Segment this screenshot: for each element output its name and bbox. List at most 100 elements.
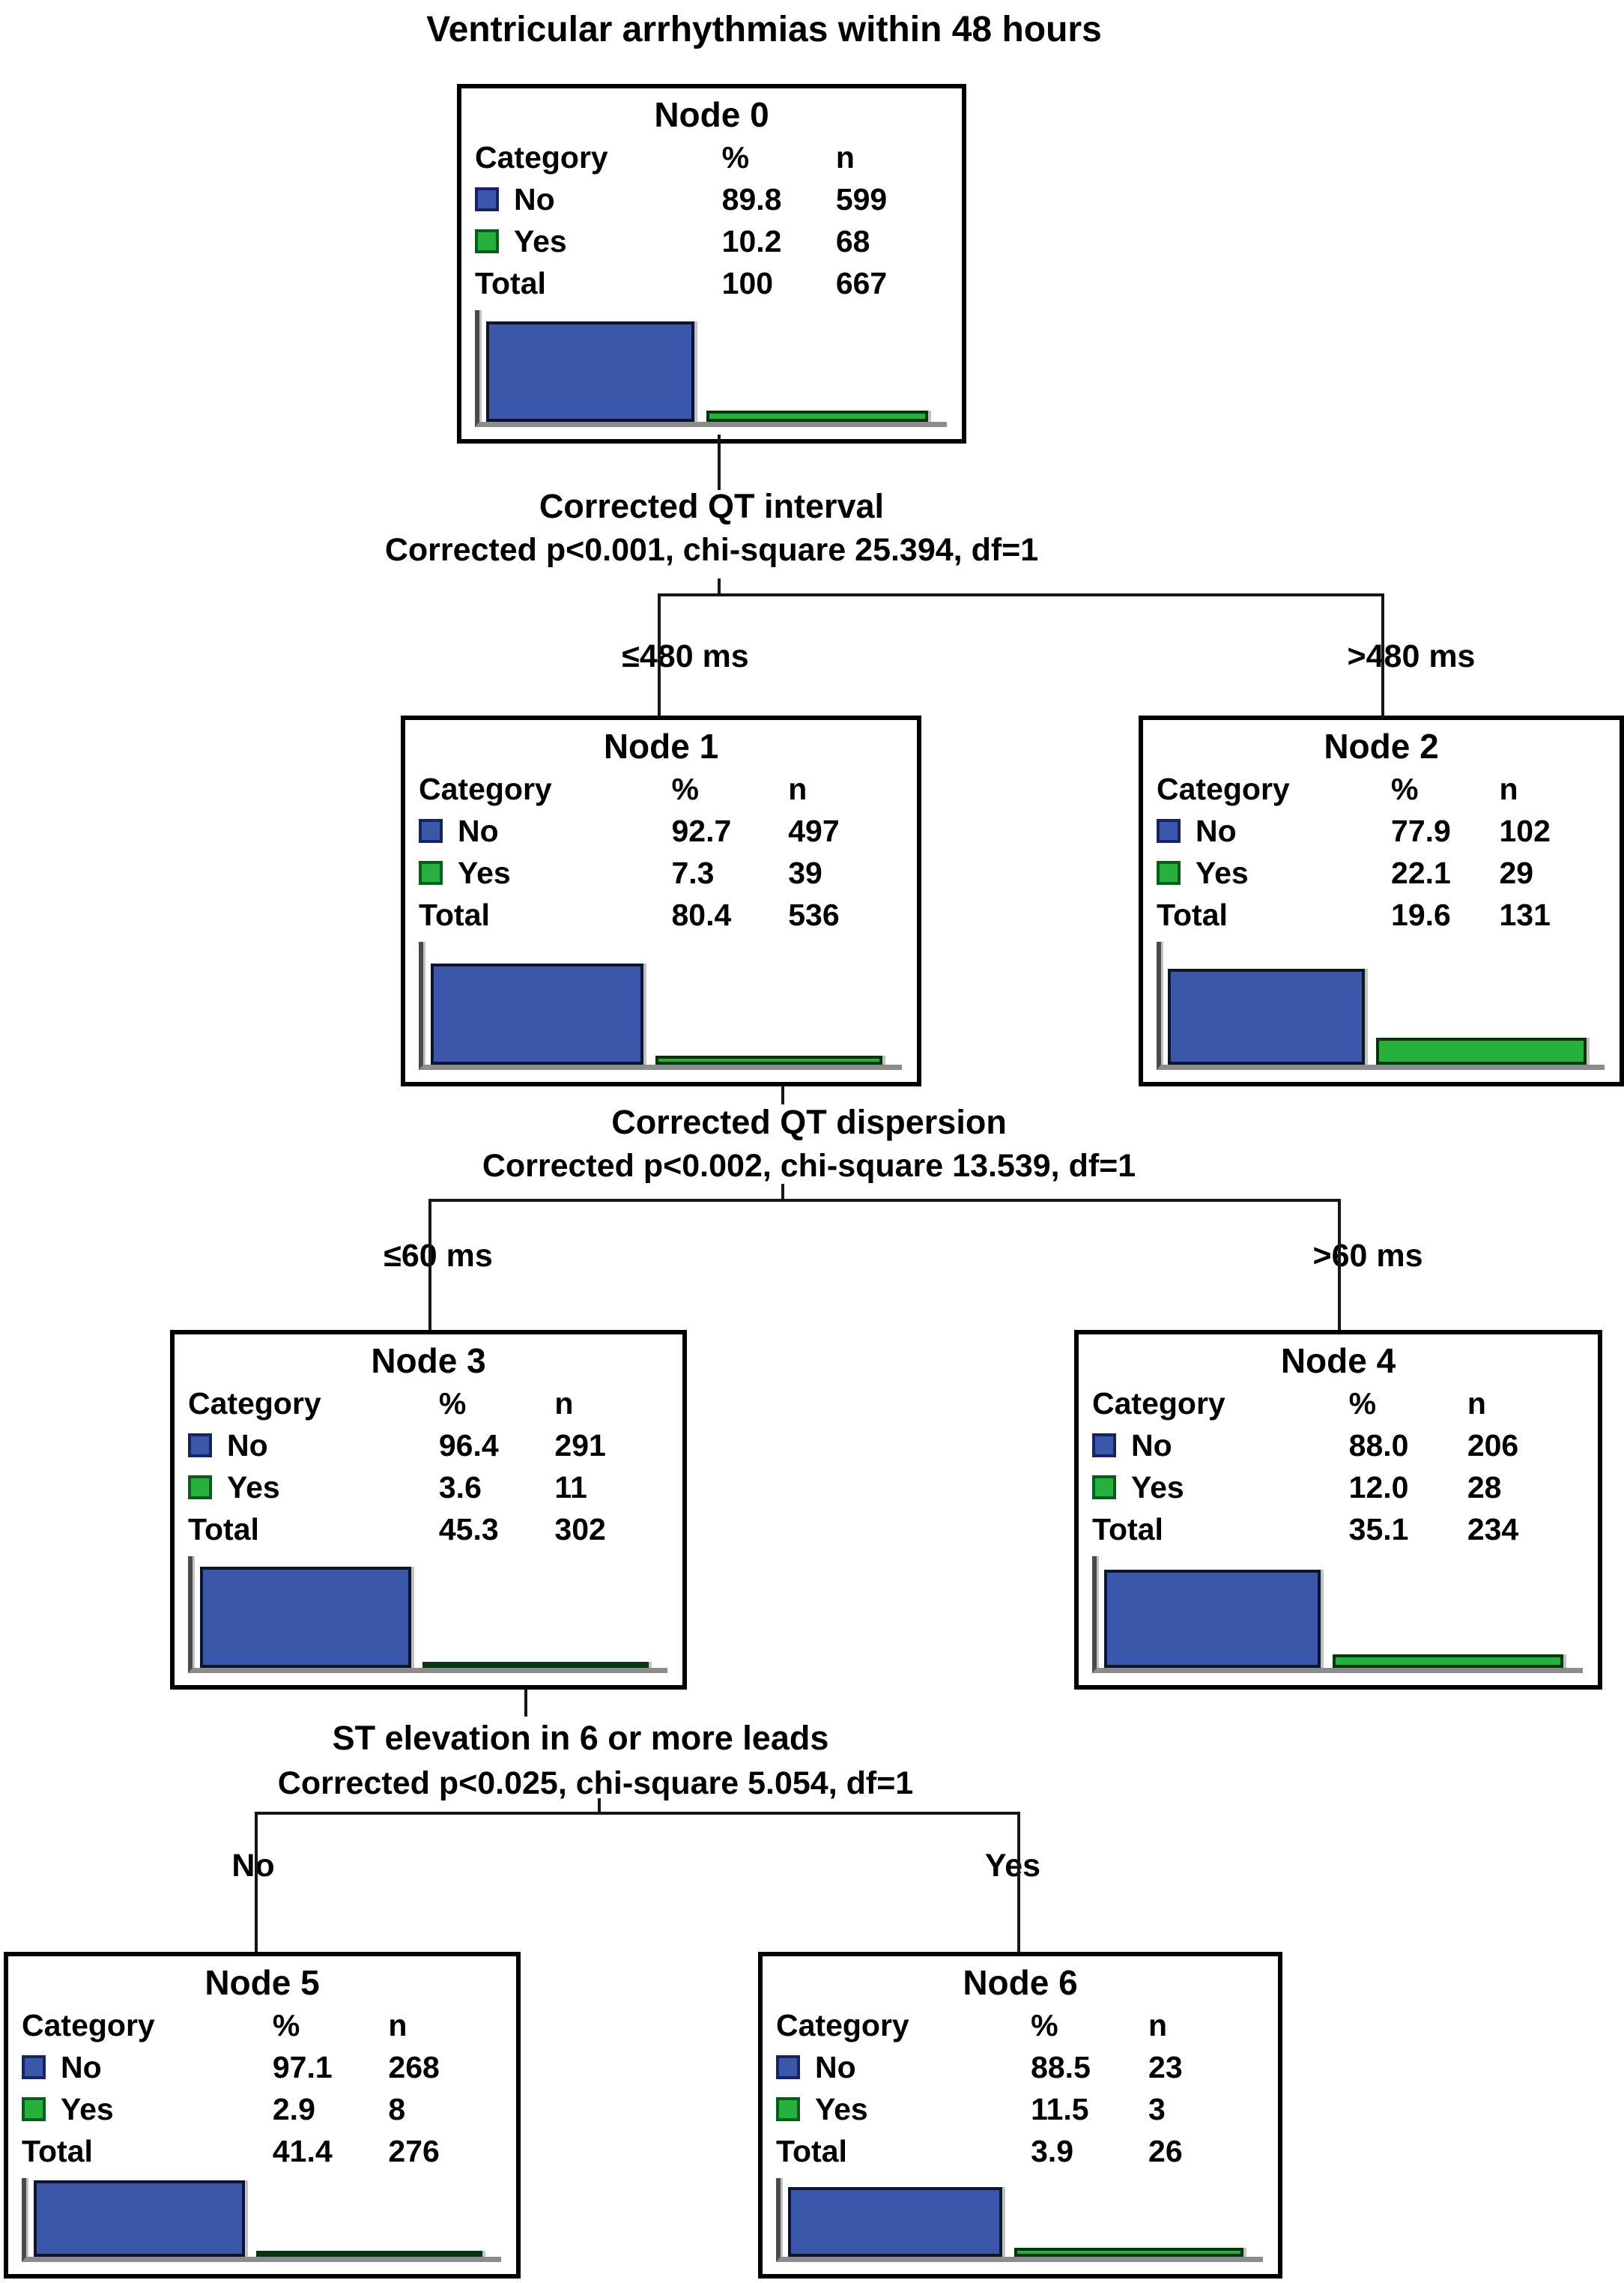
row-label: Yes — [458, 855, 511, 890]
table-row-total: Total 3.9 26 — [763, 2130, 1278, 2172]
node-table-header: Category % n — [405, 768, 917, 810]
table-row-yes: Yes 11.5 3 — [763, 2088, 1278, 2130]
row-pct: 41.4 — [272, 2133, 333, 2168]
row-n: 102 — [1499, 813, 1551, 848]
row-pct: 19.6 — [1391, 897, 1451, 932]
bar-no — [1167, 969, 1366, 1065]
row-pct: 88.0 — [1348, 1427, 1409, 1463]
connector-line — [428, 1199, 1341, 1202]
table-row-yes: Yes 3.6 11 — [175, 1466, 682, 1508]
row-n: 206 — [1467, 1427, 1519, 1463]
connector-line — [255, 1812, 1020, 1815]
bar-no — [1103, 1569, 1321, 1668]
bar-yes — [1014, 2247, 1244, 2257]
split2-variable: Corrected QT dispersion — [611, 1103, 1007, 1141]
split3-left-branch-label: No — [222, 1845, 284, 1887]
row-pct: 3.9 — [1031, 2133, 1074, 2168]
split1-variable: Corrected QT interval — [539, 487, 885, 525]
row-pct: 77.9 — [1391, 813, 1451, 848]
column-header-n: n — [388, 2007, 407, 2042]
row-pct: 88.5 — [1031, 2049, 1091, 2084]
row-n: 8 — [388, 2091, 406, 2126]
tree-node-5: Node 5 Category % n No 97.1 268 Yes 2.9 … — [4, 1952, 521, 2279]
row-pct: 11.5 — [1031, 2091, 1089, 2126]
row-label: Total — [1092, 1511, 1163, 1546]
row-pct: 96.4 — [438, 1427, 499, 1463]
table-row-total: Total 41.4 276 — [8, 2130, 516, 2172]
table-row-no: No 77.9 102 — [1143, 810, 1620, 852]
column-header-pct: % — [438, 1385, 467, 1421]
yes-legend-swatch-icon — [475, 229, 499, 253]
row-n: 291 — [554, 1427, 606, 1463]
row-pct: 89.8 — [721, 181, 782, 217]
row-label: Total — [776, 2133, 847, 2168]
row-n: 68 — [835, 223, 870, 258]
connector-line — [598, 1798, 601, 1815]
table-row-yes: Yes 7.3 39 — [405, 852, 917, 894]
node-table-header: Category % n — [175, 1382, 682, 1424]
node-bar-chart — [22, 2178, 501, 2262]
row-label: Yes — [514, 223, 567, 258]
row-pct: 92.7 — [671, 813, 732, 848]
column-header-category: Category — [22, 2007, 155, 2042]
bar-yes — [256, 2251, 482, 2257]
column-header-category: Category — [419, 771, 552, 806]
connector-line — [658, 593, 661, 718]
tree-node-0: Node 0 Category % n No 89.8 599 Yes 10.2… — [457, 84, 966, 444]
no-legend-swatch-icon — [419, 819, 443, 843]
tree-node-2: Node 2 Category % n No 77.9 102 Yes 22.1… — [1139, 716, 1624, 1086]
column-header-category: Category — [776, 2007, 909, 2042]
table-row-no: No 89.8 599 — [461, 178, 962, 220]
column-header-category: Category — [1092, 1385, 1225, 1421]
yes-legend-swatch-icon — [22, 2097, 46, 2121]
node-title: Node 0 — [654, 95, 769, 134]
row-label: Total — [22, 2133, 93, 2168]
node-bar-chart — [475, 310, 947, 427]
node-bar-chart — [419, 942, 902, 1070]
yes-legend-swatch-icon — [1157, 861, 1181, 885]
bar-yes — [422, 1662, 649, 1668]
row-label: Yes — [1196, 855, 1249, 890]
row-pct: 100 — [721, 265, 774, 300]
connector-line — [1338, 1199, 1341, 1330]
row-n: 234 — [1467, 1511, 1519, 1546]
table-row-total: Total 80.4 536 — [405, 894, 917, 936]
row-n: 599 — [835, 181, 888, 217]
row-n: 268 — [388, 2049, 440, 2084]
row-label: No — [815, 2049, 856, 2084]
table-row-no: No 96.4 291 — [175, 1424, 682, 1466]
tree-node-3: Node 3 Category % n No 96.4 291 Yes 3.6 … — [170, 1330, 687, 1690]
tree-node-6: Node 6 Category % n No 88.5 23 Yes 11.5 … — [758, 1952, 1282, 2279]
column-header-pct: % — [1031, 2007, 1058, 2042]
column-header-pct: % — [721, 139, 750, 175]
connector-line — [1017, 1812, 1020, 1952]
table-row-total: Total 100 667 — [461, 262, 962, 304]
yes-legend-swatch-icon — [419, 861, 443, 885]
column-header-n: n — [788, 771, 808, 806]
connector-line — [428, 1199, 431, 1330]
column-header-category: Category — [475, 139, 608, 175]
row-pct: 10.2 — [721, 223, 782, 258]
yes-legend-swatch-icon — [1092, 1475, 1116, 1499]
node-table-header: Category % n — [1143, 768, 1620, 810]
row-pct: 7.3 — [671, 855, 715, 890]
connector-line — [781, 1086, 784, 1104]
row-pct: 97.1 — [272, 2049, 333, 2084]
node-bar-chart — [1157, 942, 1605, 1070]
row-n: 497 — [788, 813, 840, 848]
table-row-yes: Yes 2.9 8 — [8, 2088, 516, 2130]
row-label: Yes — [227, 1469, 280, 1505]
table-row-no: No 92.7 497 — [405, 810, 917, 852]
connector-line — [255, 1812, 258, 1952]
column-header-category: Category — [1157, 771, 1290, 806]
node-title: Node 3 — [371, 1341, 486, 1380]
column-header-n: n — [1467, 1385, 1486, 1421]
split1-left-branch-label: ≤480 ms — [613, 635, 758, 677]
bar-no — [33, 2180, 245, 2257]
row-n: 11 — [554, 1469, 587, 1505]
row-label: No — [1131, 1427, 1172, 1463]
row-label: Total — [475, 265, 546, 300]
row-label: Total — [188, 1511, 259, 1546]
bar-no — [486, 321, 695, 422]
